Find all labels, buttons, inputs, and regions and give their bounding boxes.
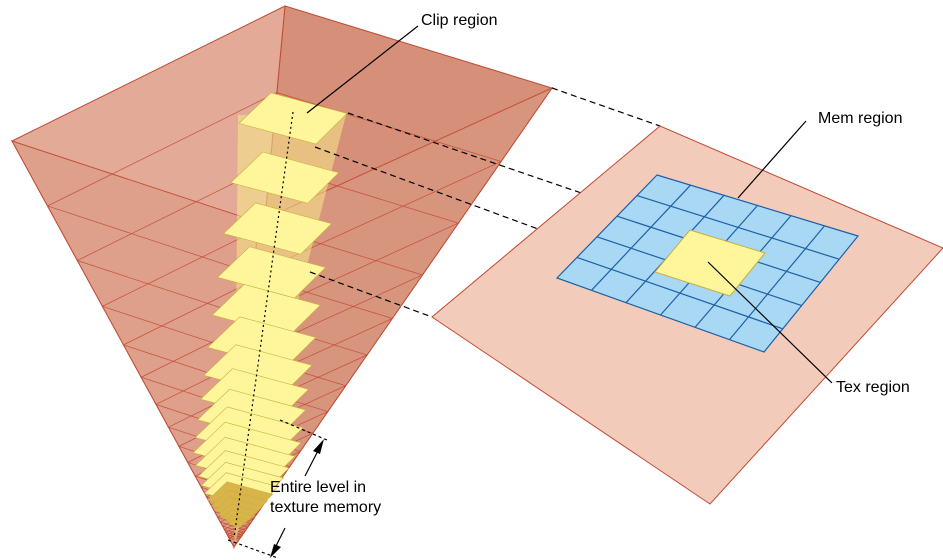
bracket-dashed-bottom xyxy=(227,539,279,559)
entire-level-bracket xyxy=(227,419,328,559)
mem-grid-line xyxy=(729,225,825,341)
mem-region-label: Mem region xyxy=(818,110,902,127)
leader-lines xyxy=(306,25,833,384)
mem-grid-line xyxy=(636,195,840,260)
pyramid xyxy=(10,5,554,549)
tex-region-label: Tex region xyxy=(836,379,910,396)
mem-grid-line xyxy=(576,256,783,330)
projection-line-bottom xyxy=(309,271,433,318)
texture-plane xyxy=(431,125,943,505)
bracket-arrowhead-up xyxy=(313,439,324,454)
entire-level-label-line2: texture memory xyxy=(270,499,381,516)
bracket-dashed-top xyxy=(279,419,328,441)
bracket-arrowhead-down xyxy=(270,544,281,558)
clip-region-leader xyxy=(306,25,419,114)
clip-region-square xyxy=(238,92,348,145)
clip-region-label: Clip region xyxy=(421,12,497,29)
projection-line-top xyxy=(551,87,661,127)
mem-grid-line xyxy=(591,184,691,291)
mem-region-leader xyxy=(737,120,807,199)
clip-region-squares xyxy=(192,92,348,528)
tex-region-leader xyxy=(707,261,833,384)
entire-level-label-line1: Entire level in xyxy=(270,479,366,496)
clip-region-square xyxy=(230,151,340,204)
pyramid-axis xyxy=(233,111,294,539)
clip-region-square xyxy=(223,202,333,255)
tex-region-square xyxy=(654,229,766,297)
